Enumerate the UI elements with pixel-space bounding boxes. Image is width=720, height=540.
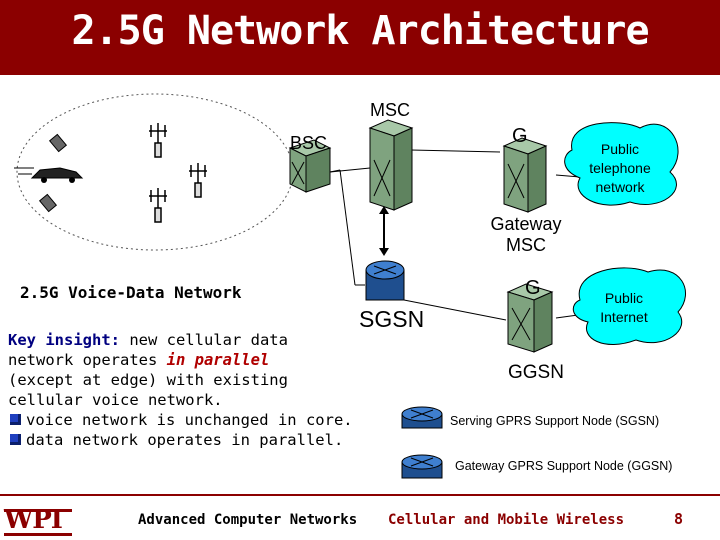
bsc-switch [288,139,332,193]
footer-rule [0,494,720,540]
bsc-label: BSC [290,133,328,153]
slide-title: 2.5G Network Architecture [71,8,649,54]
section-heading: 2.5G Voice-Data Network [20,283,242,302]
legend-ggsn-icon [401,454,443,479]
mobile-phone-icon [38,193,58,213]
public-telephone-network-cloud [564,122,679,206]
bullet-item: data network operates in parallel. [8,430,378,450]
logo-rule [4,533,72,536]
base-station-towers [149,123,207,223]
ggsn-switch [506,283,554,353]
footer-course-title: Advanced Computer Networks [138,512,358,528]
legend-ggsn-label: Gateway GPRS Support Node (GGSN) [455,459,673,473]
key-insight-text: Key insight: new cellular data network o… [8,330,378,450]
footer-lecture-title: Cellular and Mobile Wireless [388,512,625,528]
logo-rule [4,509,72,512]
sgsn-router [365,260,405,301]
wpi-logo: WPI [4,505,63,535]
msc-label: MSC [370,100,410,120]
network-diagram [14,93,687,479]
page-number: 8 [674,510,684,528]
title-bar [0,0,720,75]
legend-sgsn-label: Serving GPRS Support Node (SGSN) [450,414,660,428]
gateway-g-label: G [512,125,528,147]
car-icon [14,167,84,183]
legend-sgsn-icon [401,406,443,429]
ggsn-label: GGSN [508,362,564,383]
mobile-phone-icon [48,133,68,153]
sgsn-label: SGSN [359,306,425,332]
public-internet-cloud [572,267,687,345]
ggsn-g-label: G [525,277,541,299]
msc-switch [368,119,414,211]
bullet-item: voice network is unchanged in core. [8,410,378,430]
gateway-msc-switch [502,137,548,213]
